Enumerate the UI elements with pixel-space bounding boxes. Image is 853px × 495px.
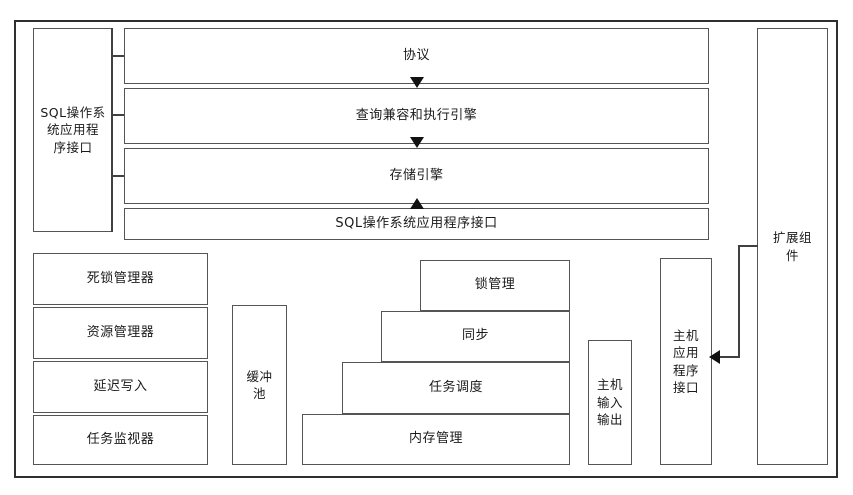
layer-label-query-engine: 查询兼容和执行引擎 <box>355 107 478 123</box>
buffer-pool-box: 缓冲 池 <box>232 305 287 465</box>
extension-component-label: 扩展组 件 <box>772 230 812 263</box>
layer-box-sql-os-api: SQL操作系统应用程序接口 <box>124 208 709 240</box>
left-label-lazy-writer: 延迟写入 <box>93 378 148 394</box>
staircase-label-synchronization: 同步 <box>461 328 489 344</box>
host-api-label: 主机 应用 程序 接口 <box>672 327 699 396</box>
staircase-label-memory-management: 内存管理 <box>408 431 463 447</box>
extension-arrow-segment-vertical <box>738 245 740 358</box>
layer-box-storage-engine: 存储引擎 <box>124 148 709 204</box>
api-bus-stub-protocol <box>111 55 125 57</box>
staircase-label-lock-management: 锁管理 <box>474 277 516 293</box>
left-label-resource-manager: 资源管理器 <box>86 324 155 340</box>
left-box-deadlock-manager: 死锁管理器 <box>33 253 208 305</box>
extension-arrow-segment-top <box>738 245 758 247</box>
arrow-protocol-to-query-icon <box>410 77 424 88</box>
api-bus-stub-storage <box>111 175 125 177</box>
buffer-pool-label: 缓冲 池 <box>246 368 273 402</box>
staircase-box-task-scheduling: 任务调度 <box>342 362 570 414</box>
layer-box-protocol: 协议 <box>124 28 709 84</box>
arrow-sqlapi-to-storage-icon <box>410 198 424 209</box>
staircase-box-synchronization: 同步 <box>381 311 570 362</box>
extension-arrow-segment-bottom <box>720 356 740 358</box>
sql-os-api-box: SQL操作系 统应用程 序接口 <box>33 28 113 232</box>
sql-os-api-label: SQL操作系 统应用程 序接口 <box>40 104 106 155</box>
arrow-extension-to-host-api-icon <box>709 350 720 364</box>
layer-label-storage-engine: 存储引擎 <box>389 167 444 183</box>
extension-component-box: 扩展组 件 <box>757 28 828 465</box>
host-io-label: 主机 输入 输出 <box>596 377 623 428</box>
layer-box-query-engine: 查询兼容和执行引擎 <box>124 88 709 144</box>
host-api-box: 主机 应用 程序 接口 <box>660 258 712 465</box>
staircase-box-lock-management: 锁管理 <box>420 260 570 311</box>
left-box-resource-manager: 资源管理器 <box>33 307 208 359</box>
arrow-query-to-storage-icon <box>410 137 424 148</box>
staircase-label-task-scheduling: 任务调度 <box>428 379 483 395</box>
layer-label-protocol: 协议 <box>402 47 430 63</box>
api-bus-vertical-line <box>111 28 113 232</box>
left-label-deadlock-manager: 死锁管理器 <box>86 270 155 286</box>
host-io-box: 主机 输入 输出 <box>588 340 632 465</box>
api-bus-stub-query <box>111 114 125 116</box>
layer-label-sql-os-api: SQL操作系统应用程序接口 <box>335 215 498 231</box>
left-box-lazy-writer: 延迟写入 <box>33 361 208 413</box>
staircase-box-memory-management: 内存管理 <box>302 414 570 465</box>
left-box-task-monitor: 任务监视器 <box>33 415 208 465</box>
left-label-task-monitor: 任务监视器 <box>86 431 155 447</box>
